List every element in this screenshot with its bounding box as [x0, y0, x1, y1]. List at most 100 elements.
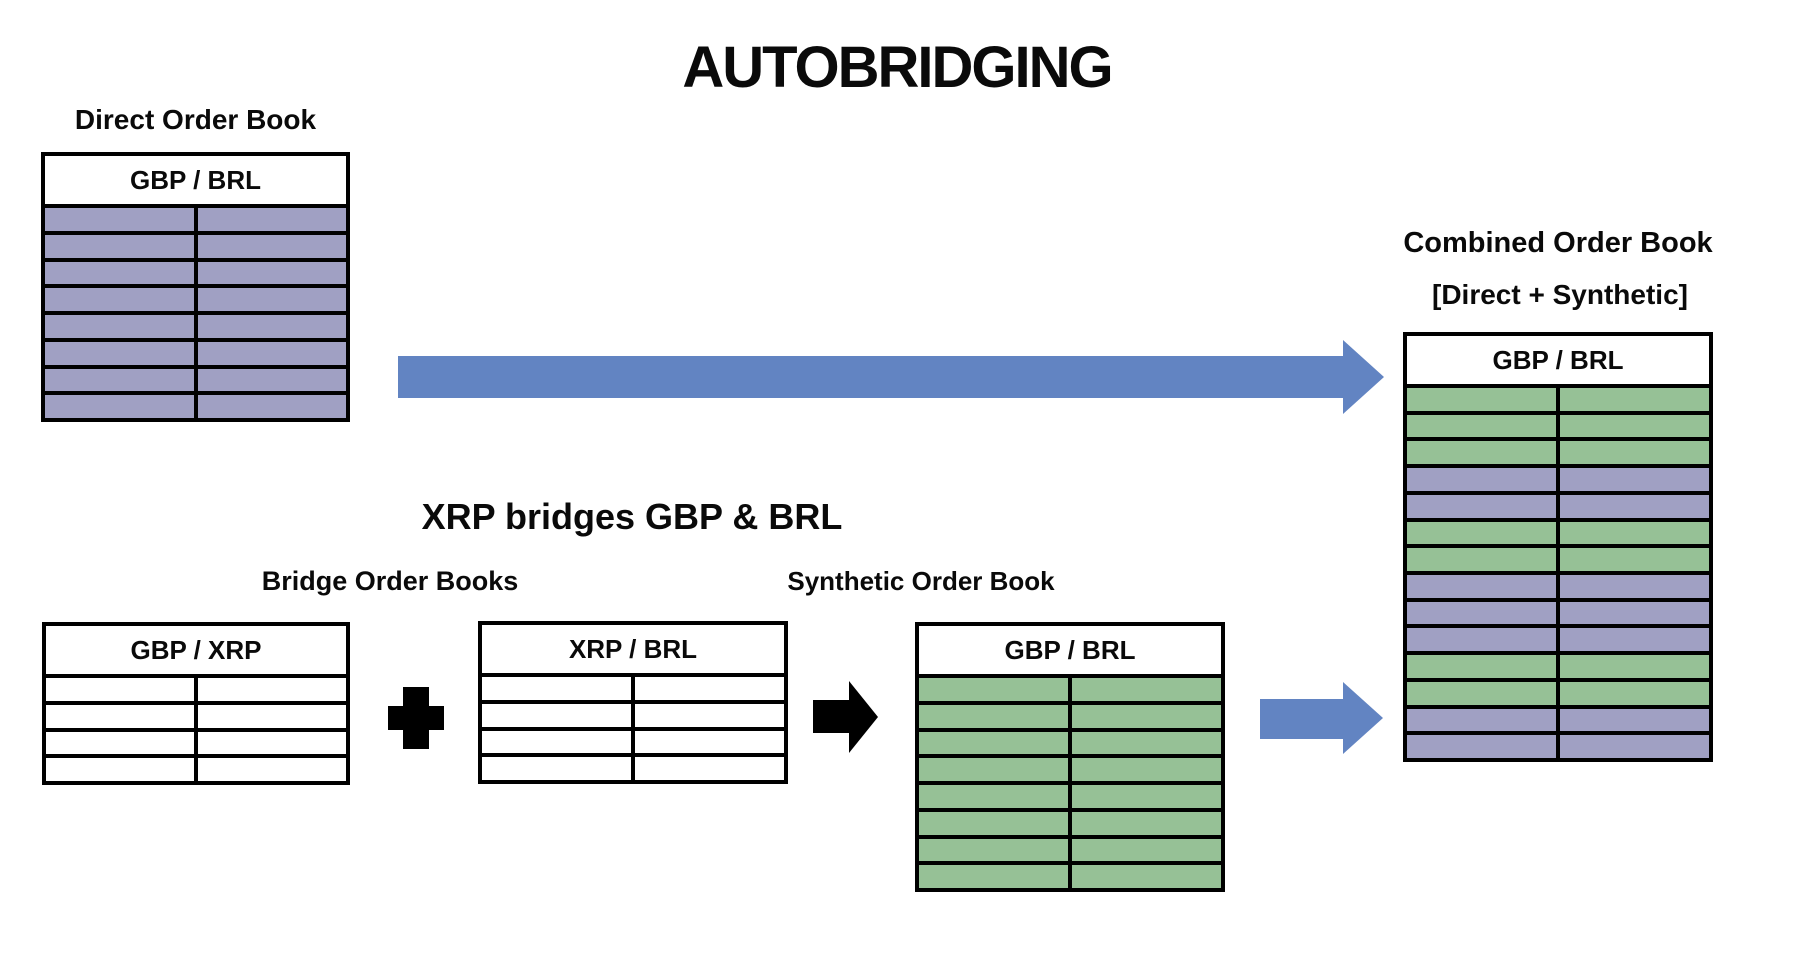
order-book-cell — [1560, 602, 1709, 625]
order-book-cell — [1560, 468, 1709, 491]
order-book-cell — [1407, 708, 1560, 732]
page-title: AUTOBRIDGING — [682, 35, 1113, 100]
order-book-cell — [1407, 548, 1560, 572]
order-book-body — [46, 678, 346, 781]
synthetic-book-label: Synthetic Order Book — [787, 566, 1055, 596]
order-book-cell — [45, 208, 198, 231]
direct-book-table: GBP / BRL — [41, 152, 350, 422]
order-book-cell — [1560, 441, 1709, 464]
synthetic-book-table: GBP / BRL — [915, 622, 1225, 892]
order-book-cell — [45, 234, 198, 258]
order-book-cell — [1560, 415, 1709, 438]
order-book-row — [919, 754, 1221, 781]
order-book-row — [46, 700, 346, 728]
order-book-cell — [1407, 441, 1560, 465]
order-book-cell — [1560, 388, 1709, 411]
direct-book-label: Direct Order Book — [74, 104, 317, 135]
order-book-cell — [46, 704, 198, 728]
order-book-row — [1407, 731, 1709, 759]
order-book-body — [1407, 388, 1709, 759]
order-book-cell — [45, 315, 198, 338]
order-book-row — [45, 257, 347, 285]
order-book-row — [482, 699, 784, 727]
order-book-header: GBP / XRP — [46, 626, 346, 678]
order-book-cell — [1407, 735, 1560, 759]
order-book-cell — [1072, 678, 1221, 701]
order-book-cell — [1407, 494, 1560, 518]
plus-horizontal-bar — [388, 706, 444, 730]
order-book-row — [46, 727, 346, 755]
bridge-book-xrp-brl: XRP / BRL — [478, 621, 788, 784]
order-book-cell — [198, 705, 346, 728]
order-book-row — [1407, 437, 1709, 465]
order-book-row — [1407, 624, 1709, 652]
order-book-header: GBP / BRL — [45, 156, 346, 208]
order-book-cell — [635, 731, 784, 754]
order-book-row — [1407, 651, 1709, 678]
order-book-cell — [919, 678, 1072, 701]
order-book-row — [1407, 517, 1709, 545]
order-book-cell — [1407, 388, 1560, 411]
order-book-row — [45, 284, 346, 311]
order-book-cell — [1407, 628, 1560, 652]
order-book-row — [482, 726, 784, 754]
order-book-row — [1407, 464, 1709, 491]
order-book-row — [919, 807, 1221, 835]
order-book-cell — [198, 732, 346, 755]
order-book-cell — [919, 758, 1072, 781]
order-book-row — [45, 391, 346, 418]
order-book-cell — [1072, 785, 1221, 808]
order-book-cell — [1560, 655, 1709, 678]
order-book-cell — [45, 261, 198, 285]
order-book-row — [919, 834, 1221, 862]
order-book-row — [46, 678, 346, 701]
order-book-cell — [635, 704, 784, 727]
order-book-body — [482, 677, 784, 780]
order-book-cell — [45, 288, 198, 311]
order-book-cell — [919, 704, 1072, 728]
order-book-cell — [919, 731, 1072, 755]
arrow-head-icon — [1343, 682, 1383, 754]
order-book-body — [45, 208, 346, 418]
order-book-cell — [1560, 709, 1709, 732]
arrow-body — [1260, 699, 1343, 739]
order-book-cell — [1072, 758, 1221, 781]
order-book-cell — [1560, 522, 1709, 545]
order-book-cell — [198, 395, 347, 418]
order-book-cell — [198, 678, 346, 701]
order-book-cell — [482, 677, 635, 700]
order-book-cell — [1072, 705, 1221, 728]
order-book-cell — [1072, 839, 1221, 862]
order-book-cell — [1560, 682, 1709, 705]
order-book-cell — [1407, 601, 1560, 625]
order-book-header: GBP / BRL — [1407, 336, 1709, 388]
order-book-row — [1407, 677, 1709, 705]
order-book-cell — [1072, 812, 1221, 835]
order-book-row — [919, 861, 1221, 888]
order-book-cell — [1072, 865, 1221, 888]
order-book-cell — [46, 678, 198, 701]
order-book-cell — [1560, 628, 1709, 651]
order-book-cell — [919, 865, 1072, 888]
order-book-row — [482, 753, 784, 780]
bridge-book-gbp-xrp: GBP / XRP — [42, 622, 350, 785]
order-book-row — [45, 230, 346, 258]
order-book-row — [919, 700, 1221, 728]
plus-icon — [388, 687, 444, 749]
arrow-head-icon — [1343, 340, 1384, 414]
order-book-row — [1407, 597, 1709, 625]
order-book-cell — [635, 677, 784, 700]
order-book-cell — [482, 757, 635, 780]
order-book-cell — [1407, 681, 1560, 705]
order-book-row — [1407, 410, 1709, 438]
order-book-cell — [198, 262, 347, 285]
order-book-row — [45, 364, 346, 392]
order-book-row — [919, 727, 1221, 755]
order-book-cell — [919, 838, 1072, 862]
order-book-cell — [919, 785, 1072, 808]
order-book-cell — [198, 758, 346, 781]
order-book-row — [1407, 490, 1709, 518]
arrow-body — [398, 356, 1343, 398]
combined-book-label: Combined Order Book — [1403, 227, 1713, 259]
